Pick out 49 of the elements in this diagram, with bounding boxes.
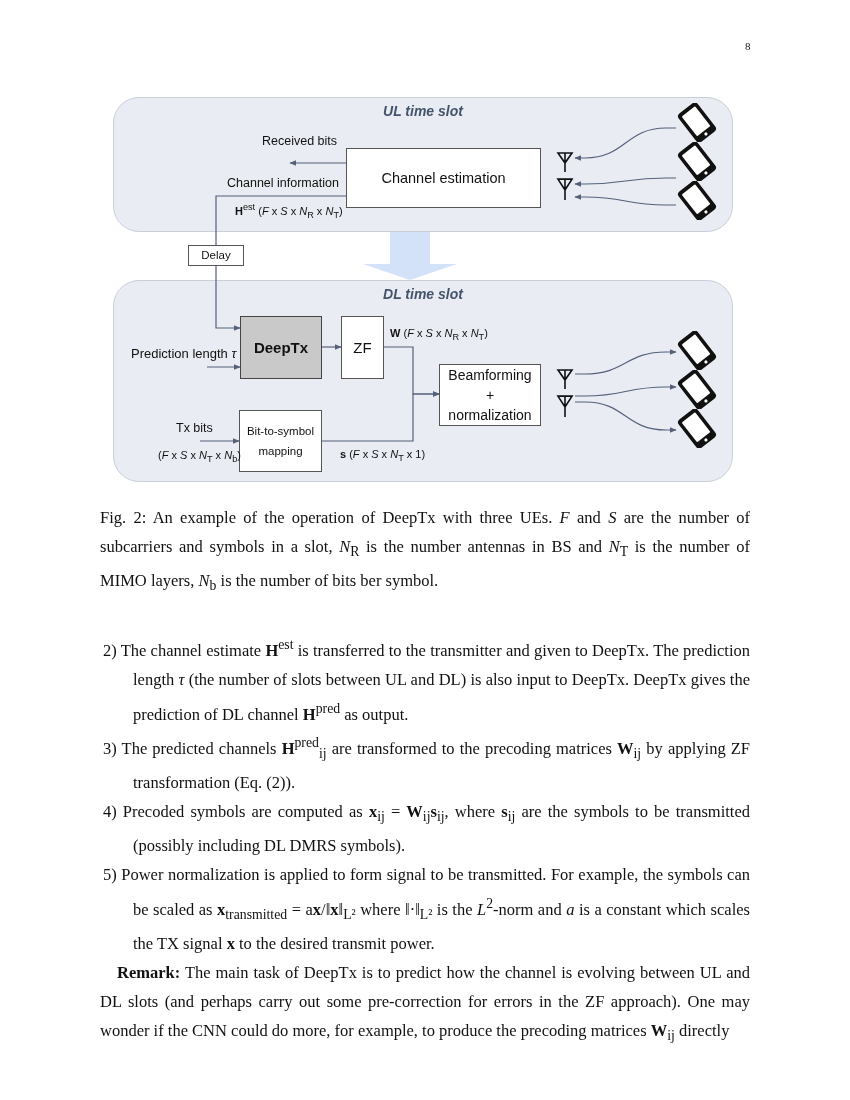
arrow (574, 349, 677, 375)
antenna-icon (555, 177, 575, 201)
box-label: Bit-to-symbol mapping (245, 424, 316, 459)
matrix-size-label: (F x S x N$_{T}$ x N$_{b}$) (158, 449, 241, 465)
arrow (199, 438, 240, 444)
edge-label: Prediction length τ (131, 346, 237, 361)
arrow (289, 160, 347, 166)
paragraph: Remark: The main task of DeepTx is to predict how the channel is evolving between UL and DL slots (and perhaps carry out some pre-correction for errors in the ZF approach). One may wonder if the CNN could do more, for example, to produce the precoding matrices W$_{ij}$ directly (100, 961, 750, 1046)
edge-label: Channel information (227, 176, 339, 190)
process-box (188, 245, 244, 266)
arrow (321, 344, 342, 350)
arrow (574, 194, 677, 206)
connector-line (215, 195, 347, 246)
figure-caption: Fig. 2: An example of the operation of DeepTx with three UEs. F and S are the number of subcarriers and symbols in a slot, N$_{R}$ is the number antennas in BS and N$_{T}$ is the number of MIMO layers, N$_{b}$ is the number of bits ber symbol. (100, 507, 750, 596)
edge-label: W (F x S x N$_{R}$ x N$_{T}$) (390, 327, 488, 343)
arrow (574, 384, 677, 397)
arrow (215, 265, 241, 331)
neural-network-box (240, 316, 322, 379)
page-number: 8 (745, 40, 751, 52)
arrow (574, 401, 677, 433)
edge-label: Tx bits (176, 421, 213, 435)
block-arrow (363, 232, 457, 280)
antenna-icon (555, 394, 575, 418)
antenna-icon (555, 368, 575, 390)
arrow (206, 364, 241, 370)
edge-label: Received bits (262, 134, 338, 148)
list-item: 4) Precoded symbols are computed as x$_{ij}$ = W$_{ij}$s$_{ij}$, where s$_{ij}$ are the symbols to be transmitted (possibly including DL DMRS symbols). (102, 800, 750, 858)
panel-title: DL time slot (382, 286, 465, 302)
process-box (239, 410, 322, 472)
box-label: ZF (353, 337, 372, 358)
box-label: Channel estimation (381, 168, 506, 188)
matrix-size-label: H$^{est}$ (F x S x N$_{R}$ x N$_{T}$) (235, 202, 343, 220)
process-box (341, 316, 384, 379)
time-slot-panel (113, 280, 733, 482)
box-label: DeepTx (253, 337, 309, 358)
antenna-icon (555, 151, 575, 173)
list-item: 2) The channel estimate H$^{est}$ is transferred to the transmitter and given to DeepTx. The prediction length τ (the number of slots between UL and DL) is also input to DeepTx. DeepTx gives the prediction of DL channel H$^{pred}$ as output. (102, 636, 750, 726)
process-box (439, 364, 541, 426)
edge-label: s (F x S x N$_{T}$ x 1) (340, 448, 426, 464)
time-slot-panel (113, 97, 733, 232)
arrow (574, 127, 677, 161)
list-item: 3) The predicted channels H$^{pred}$$_{ij}$ are transformed to the precoding matrices W$_{ij}$ by applying ZF transformation (Eq. (2)). (102, 734, 750, 794)
list-item: 5) Power normalization is applied to form signal to be transmitted. For example, the symbols can be scaled as x$_{transmitted}$ = ax/‖x‖$_{L²}$ where ‖·‖$_{L²}$ is the L$^{2}$-norm and a is a constant which scales the TX signal x to the desired transmit power. (102, 864, 750, 955)
process-box (346, 148, 541, 208)
box-label: Delay (201, 248, 231, 263)
arrow (321, 391, 440, 442)
panel-title: UL time slot (382, 103, 465, 119)
box-label: Beamforming + normalization (447, 366, 533, 425)
arrow (574, 177, 677, 187)
